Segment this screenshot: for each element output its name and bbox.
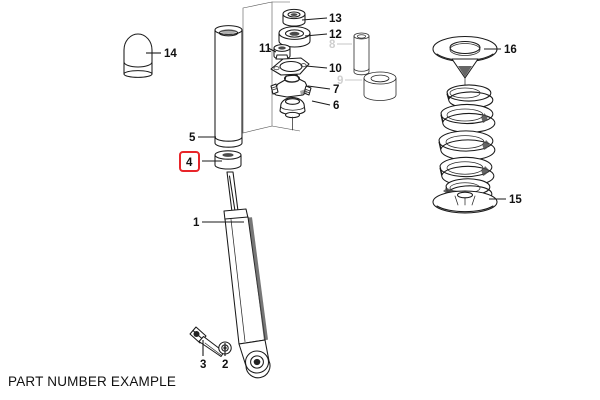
- callout-12: 12: [304, 29, 342, 41]
- callout-1: 1: [193, 217, 244, 229]
- callout-label-1: 1: [193, 217, 200, 229]
- callout-2: 2: [222, 343, 228, 371]
- callout-label-13: 13: [329, 13, 342, 25]
- callout-leader-10: [305, 65, 328, 69]
- part-lower-spring-pad: [432, 190, 498, 214]
- part-shock-absorber-body: [223, 171, 271, 379]
- callout-label-15: 15: [509, 194, 522, 206]
- callout-leader-11: [267, 47, 277, 53]
- highlight-box-callout-4: [179, 151, 200, 172]
- part-support-bearing-bushing: [363, 71, 397, 101]
- part-self-locking-nut: [282, 8, 306, 27]
- part-coil-spring: [438, 84, 496, 203]
- callout-11: 11: [259, 43, 277, 55]
- callout-14: 14: [146, 48, 177, 60]
- callout-leader-7: [307, 85, 331, 90]
- part-protective-cap: [123, 33, 153, 78]
- callout-label-7: 7: [333, 84, 339, 96]
- callout-6: 6: [311, 100, 339, 112]
- part-mounting-plate: [270, 57, 310, 76]
- part-rubber-bellows-boot: [279, 97, 306, 131]
- callout-13: 13: [301, 13, 342, 25]
- callout-leader-6: [311, 100, 331, 106]
- callout-leader-13: [301, 17, 328, 21]
- callout-8: 8: [329, 39, 352, 51]
- callout-label-12: 12: [329, 29, 342, 41]
- part-stop-buffer-ring: [214, 150, 242, 170]
- callout-label-16: 16: [504, 44, 517, 56]
- callout-label-3: 3: [200, 359, 206, 371]
- callout-label-9: 9: [337, 75, 343, 87]
- callout-15: 15: [489, 194, 522, 206]
- part-upper-spring-pad: [432, 35, 498, 93]
- part-guide-support-sleeve: [353, 32, 370, 76]
- callout-label-8: 8: [329, 39, 336, 51]
- callout-label-2: 2: [222, 359, 228, 371]
- part-collar-nut: [273, 44, 291, 60]
- callout-16: 16: [484, 44, 517, 56]
- callout-label-5: 5: [189, 132, 196, 144]
- part-upper-strut-mount: [270, 74, 312, 98]
- callout-4: 4: [186, 157, 222, 169]
- callout-9: 9: [337, 75, 362, 87]
- part-hex-socket-bolt: [189, 326, 225, 358]
- callout-5: 5: [189, 132, 216, 144]
- callout-7: 7: [307, 84, 339, 96]
- callout-3: 3: [200, 340, 206, 371]
- callout-label-6: 6: [333, 100, 339, 112]
- exploded-view-boundary: [242, 1, 301, 134]
- callout-10: 10: [305, 63, 342, 75]
- callout-label-4: 4: [186, 157, 193, 169]
- callout-label-14: 14: [164, 48, 177, 60]
- callout-label-11: 11: [259, 43, 272, 55]
- callout-label-10: 10: [329, 63, 342, 75]
- part-protective-dust-tube: [214, 25, 243, 148]
- callout-leader-12: [304, 33, 328, 37]
- caption-text: PART NUMBER EXAMPLE: [8, 374, 177, 389]
- part-rubber-mount-ring: [278, 26, 311, 48]
